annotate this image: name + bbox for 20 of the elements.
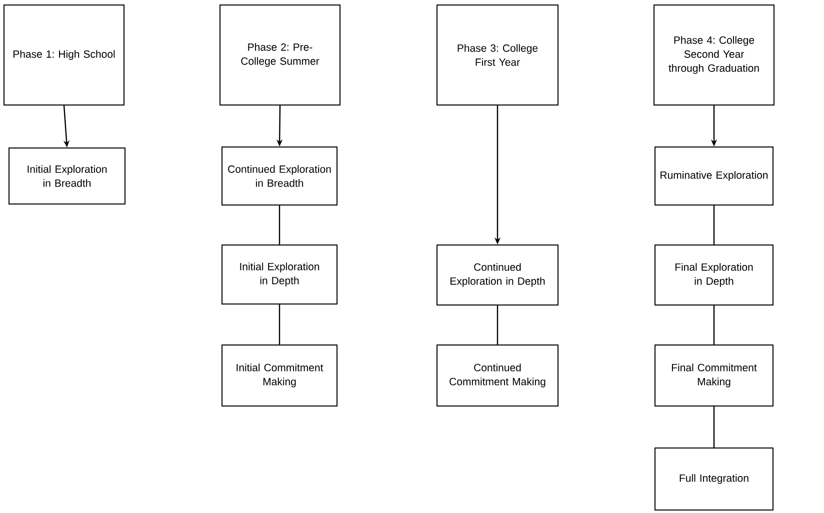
phase-box: Phase 1: High School xyxy=(4,4,124,106)
connector-line xyxy=(713,406,715,448)
stage-box: Final Exploration in Depth xyxy=(654,244,774,306)
phase-box: Phase 2: Pre-College Summer xyxy=(220,4,340,106)
stage-box: Ruminative Exploration xyxy=(654,146,774,206)
connector-line xyxy=(713,305,715,344)
stage-box: Initial Exploration in Depth xyxy=(222,244,338,304)
connector-line xyxy=(713,206,715,244)
connector-line xyxy=(496,305,498,344)
stage-box: Final Commitment Making xyxy=(654,344,774,406)
stage-box: Continued Exploration in Breadth xyxy=(222,146,338,206)
stage-box: Initial Exploration in Breadth xyxy=(8,147,126,204)
phase-box: Phase 3: College First Year xyxy=(436,4,558,106)
connector-line xyxy=(278,206,280,244)
phase-box: Phase 4: College Second Year through Graduation xyxy=(654,4,774,106)
stage-box: Full Integration xyxy=(654,447,774,510)
stage-box: Continued Exploration in Depth xyxy=(436,244,558,306)
connector-line xyxy=(278,304,280,344)
stage-box: Initial Commitment Making xyxy=(222,344,338,406)
stage-box: Continued Commitment Making xyxy=(436,344,558,406)
